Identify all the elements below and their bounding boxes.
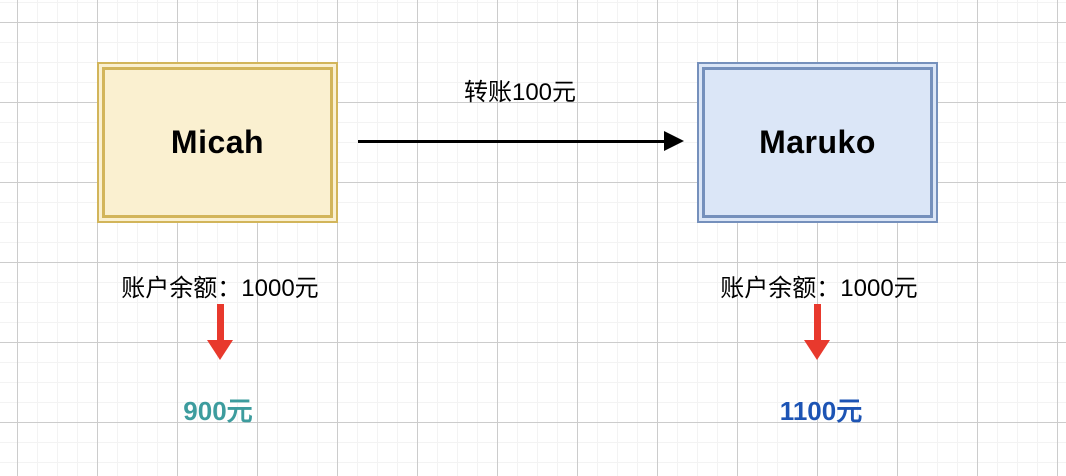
node-micah-label: Micah — [170, 124, 265, 160]
node-micah: Micah — [97, 62, 338, 223]
maruko-balance-before-label: 账户余额：1000元 — [720, 275, 918, 302]
micah-change-arrow-head — [207, 340, 233, 360]
maruko-change-arrow-icon — [804, 304, 830, 360]
micah-change-arrow-icon — [207, 304, 233, 360]
node-maruko: Maruko — [697, 62, 938, 223]
transfer-arrow-head-icon — [664, 131, 684, 151]
micah-balance-before-label: 账户余额：1000元 — [121, 275, 319, 302]
micah-change-arrow-stem — [216, 304, 224, 340]
micah-balance-after-value: 900元 — [183, 396, 253, 426]
transfer-arrow-line — [358, 140, 666, 143]
maruko-balance-after-value: 1100元 — [779, 396, 863, 426]
node-maruko-label: Maruko — [759, 124, 876, 160]
maruko-change-arrow-head — [804, 340, 830, 360]
maruko-change-arrow-stem — [813, 304, 821, 340]
transfer-arrow-label: 转账100元 — [463, 79, 577, 106]
